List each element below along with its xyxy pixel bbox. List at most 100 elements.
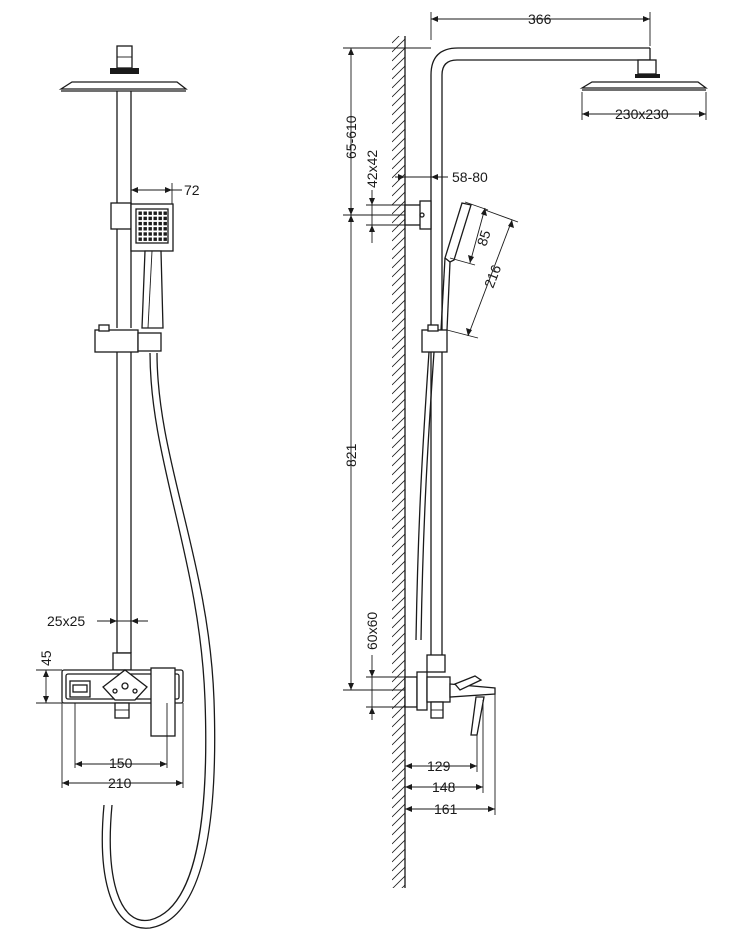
hatch-line [392, 137, 405, 152]
dim-mixer-bracket: 60x60 [364, 612, 380, 650]
hatch-line [392, 290, 405, 305]
hatch-line [392, 578, 405, 593]
hatch-line [392, 407, 405, 422]
hatch-line [392, 128, 405, 143]
nozzle [143, 232, 147, 236]
front-dimensions: 72 25x25 45 150 210 [36, 182, 200, 791]
side-handshower [444, 202, 472, 263]
hatch-line [392, 677, 405, 692]
hatch-line [392, 596, 405, 611]
hatch-line [392, 344, 405, 359]
hatch-line [392, 533, 405, 548]
hatch-line [392, 587, 405, 602]
hatch-line [392, 119, 405, 134]
hatch-line [392, 803, 405, 818]
dim-height-adjust: 65-610 [343, 115, 359, 159]
hatch-line [392, 56, 405, 71]
nozzle [163, 221, 167, 226]
hatch-line [392, 605, 405, 620]
hatch-line [392, 380, 405, 395]
hatch-line [392, 857, 405, 872]
hatch-line [392, 839, 405, 854]
hatch-line [392, 560, 405, 575]
nozzle [163, 211, 167, 215]
hatch-line [392, 713, 405, 728]
dim-riser-length: 821 [343, 443, 359, 467]
hatch-line [392, 479, 405, 494]
mixer-lever [150, 667, 176, 737]
hatch-line [392, 731, 405, 746]
hatch-line [392, 434, 405, 449]
hatch-line [392, 389, 405, 404]
nozzle [153, 221, 157, 226]
hatch-line [392, 443, 405, 458]
hatch-line [392, 659, 405, 674]
nozzle [153, 237, 157, 241]
nozzle [138, 237, 142, 241]
hatch-line [392, 209, 405, 224]
hatch-line [392, 542, 405, 557]
nozzle [153, 216, 157, 221]
dim-mixer-width: 210 [108, 775, 132, 791]
nozzle [148, 211, 152, 215]
hatch-line [392, 632, 405, 647]
handshower-holder [110, 202, 132, 230]
hatch-line [392, 650, 405, 665]
rain-shower-head [58, 81, 188, 90]
nozzle [158, 232, 162, 236]
dim-head-size: 230x230 [615, 106, 669, 122]
hatch-line [392, 101, 405, 116]
nozzle [153, 227, 157, 231]
nozzle [143, 227, 147, 231]
hatch-line [392, 92, 405, 107]
hatch-line [392, 416, 405, 431]
side-mixer-body [426, 676, 451, 703]
hatch-line [392, 308, 405, 323]
hatch-line [392, 506, 405, 521]
nozzle [148, 227, 152, 231]
hatch-line [392, 425, 405, 440]
slider-clamp [94, 329, 139, 353]
hatch-line [392, 353, 405, 368]
hatch-line [392, 236, 405, 251]
dim-mixer-height: 45 [38, 650, 54, 666]
hatch-line [392, 245, 405, 260]
hatch-line [392, 398, 405, 413]
nozzle [138, 227, 142, 231]
wall-hatch [392, 36, 406, 888]
dim-projection-1: 129 [427, 758, 451, 774]
hatch-line [392, 875, 405, 888]
dim-pipe-section: 25x25 [47, 613, 85, 629]
dim-projection-2: 148 [432, 779, 456, 795]
hatch-line [392, 74, 405, 89]
hatch-line [392, 785, 405, 800]
hatch-line [392, 794, 405, 809]
hatch-line [392, 722, 405, 737]
hatch-line [392, 470, 405, 485]
hatch-line [392, 47, 405, 62]
hatch-line [392, 866, 405, 881]
nozzle [158, 216, 162, 221]
nozzle [138, 221, 142, 226]
hatch-line [392, 551, 405, 566]
nozzle [163, 232, 167, 236]
dim-inlet-spacing: 150 [109, 755, 133, 771]
nozzle [138, 211, 142, 215]
shower-hose [109, 352, 207, 922]
hatch-line [392, 146, 405, 161]
nozzle [153, 232, 157, 236]
hatch-line [392, 641, 405, 656]
dim-handshower-head: 85 [474, 228, 494, 248]
dim-handshower-length: 216 [481, 262, 504, 290]
hatch-line [392, 371, 405, 386]
hatch-line [392, 65, 405, 80]
nozzle [138, 216, 142, 221]
front-view [58, 45, 216, 929]
nozzle [158, 221, 162, 226]
hatch-line [392, 254, 405, 269]
hatch-line [392, 488, 405, 503]
hatch-line [392, 848, 405, 863]
hatch-line [392, 299, 405, 314]
nozzle [163, 237, 167, 241]
